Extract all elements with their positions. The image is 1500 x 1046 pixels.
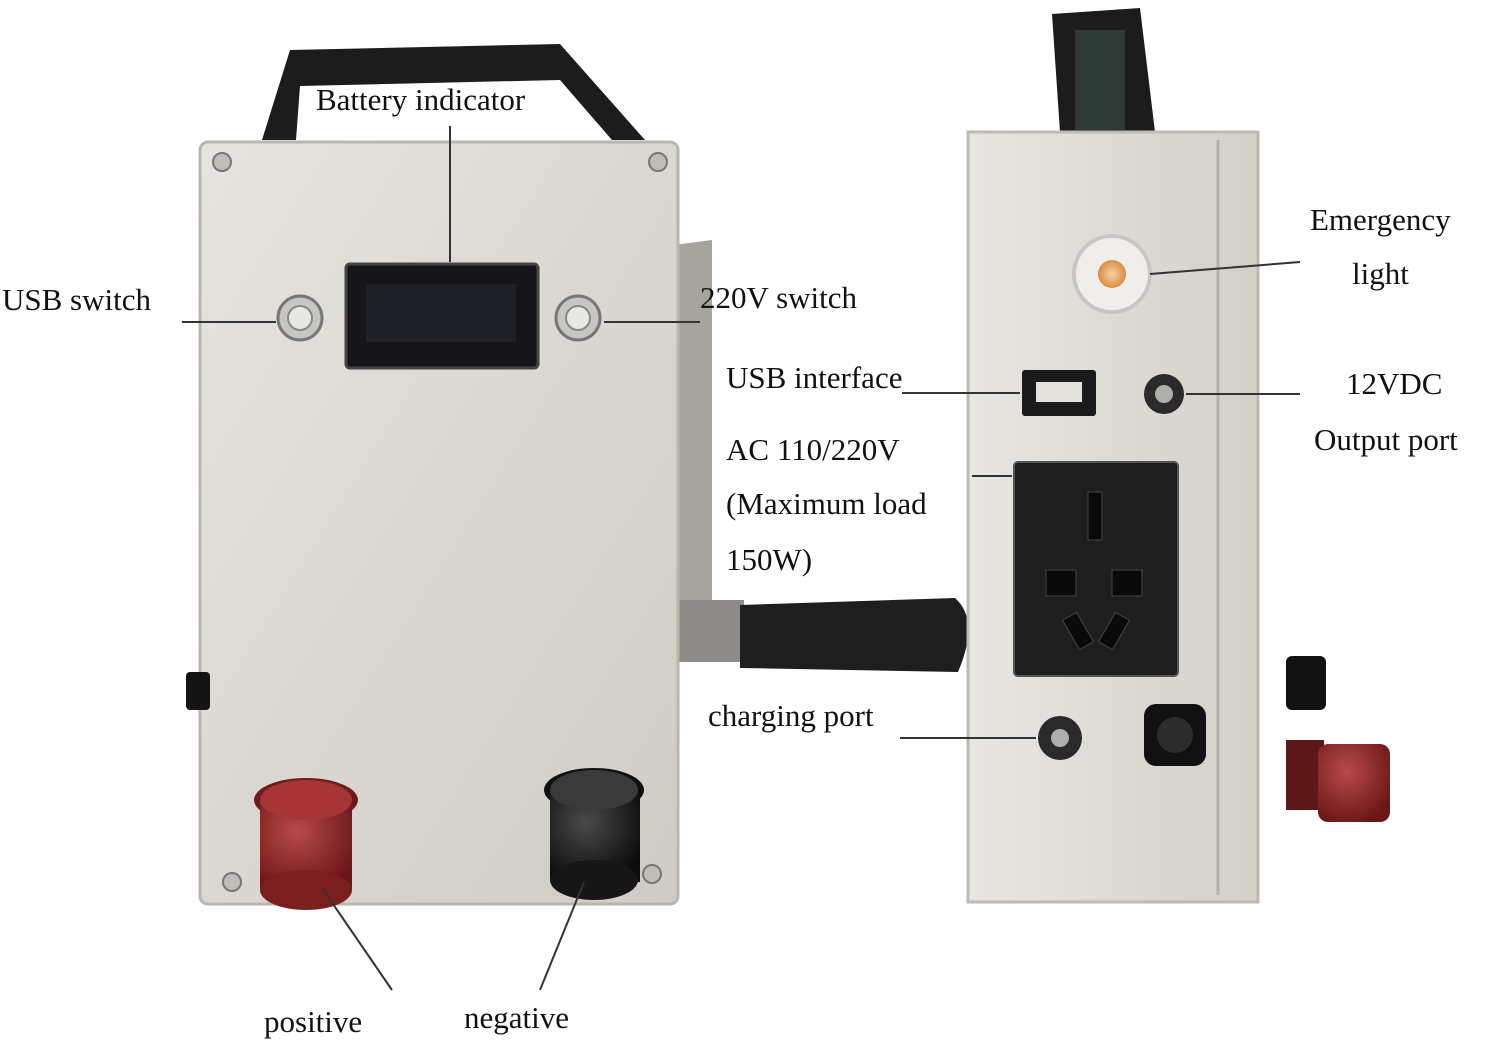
usb-interface-label: USB interface (726, 360, 903, 395)
emergency-light (1072, 234, 1152, 314)
negative-terminal (544, 768, 644, 900)
ac-outlet-label-line3: 150W) (726, 542, 813, 577)
positive-label: positive (264, 1004, 363, 1039)
220v-switch-button (554, 294, 602, 342)
side-knob (186, 672, 210, 710)
side-bracket (674, 240, 712, 620)
charging-port-label: charging port (708, 698, 874, 733)
side-view-unit (966, 8, 1390, 904)
emergency-light-label-line1: Emergency (1310, 202, 1451, 237)
carry-handle (262, 44, 645, 140)
ac-outlet (1013, 461, 1179, 677)
12vdc-label-line2: Output port (1314, 422, 1458, 457)
usb-port (1022, 370, 1096, 416)
ac-outlet-label-line1: AC 110/220V (726, 432, 900, 467)
ac-outlet-label-line2: (Maximum load (726, 486, 927, 521)
panel-screws (212, 152, 668, 892)
12vdc-label-line1: 12VDC (1346, 366, 1443, 401)
front-view-unit (186, 44, 969, 910)
emergency-light-label-line2: light (1352, 256, 1409, 291)
positive-terminal (254, 778, 358, 910)
side-terminal-black (1286, 656, 1326, 710)
side-terminal-red (1286, 740, 1390, 822)
220v-switch-label: 220V switch (700, 280, 858, 315)
usb-switch-label: USB switch (2, 282, 151, 317)
dc-output-port (1144, 374, 1184, 414)
battery-indicator-label: Battery indicator (316, 82, 526, 117)
charging-port-socket (1038, 716, 1082, 760)
hand-crank (674, 598, 969, 672)
usb-switch-button (276, 294, 324, 342)
callout-lines (182, 126, 1301, 991)
fuse-holder (1144, 704, 1206, 766)
negative-label: negative (464, 1000, 570, 1035)
front-panel (198, 140, 680, 906)
